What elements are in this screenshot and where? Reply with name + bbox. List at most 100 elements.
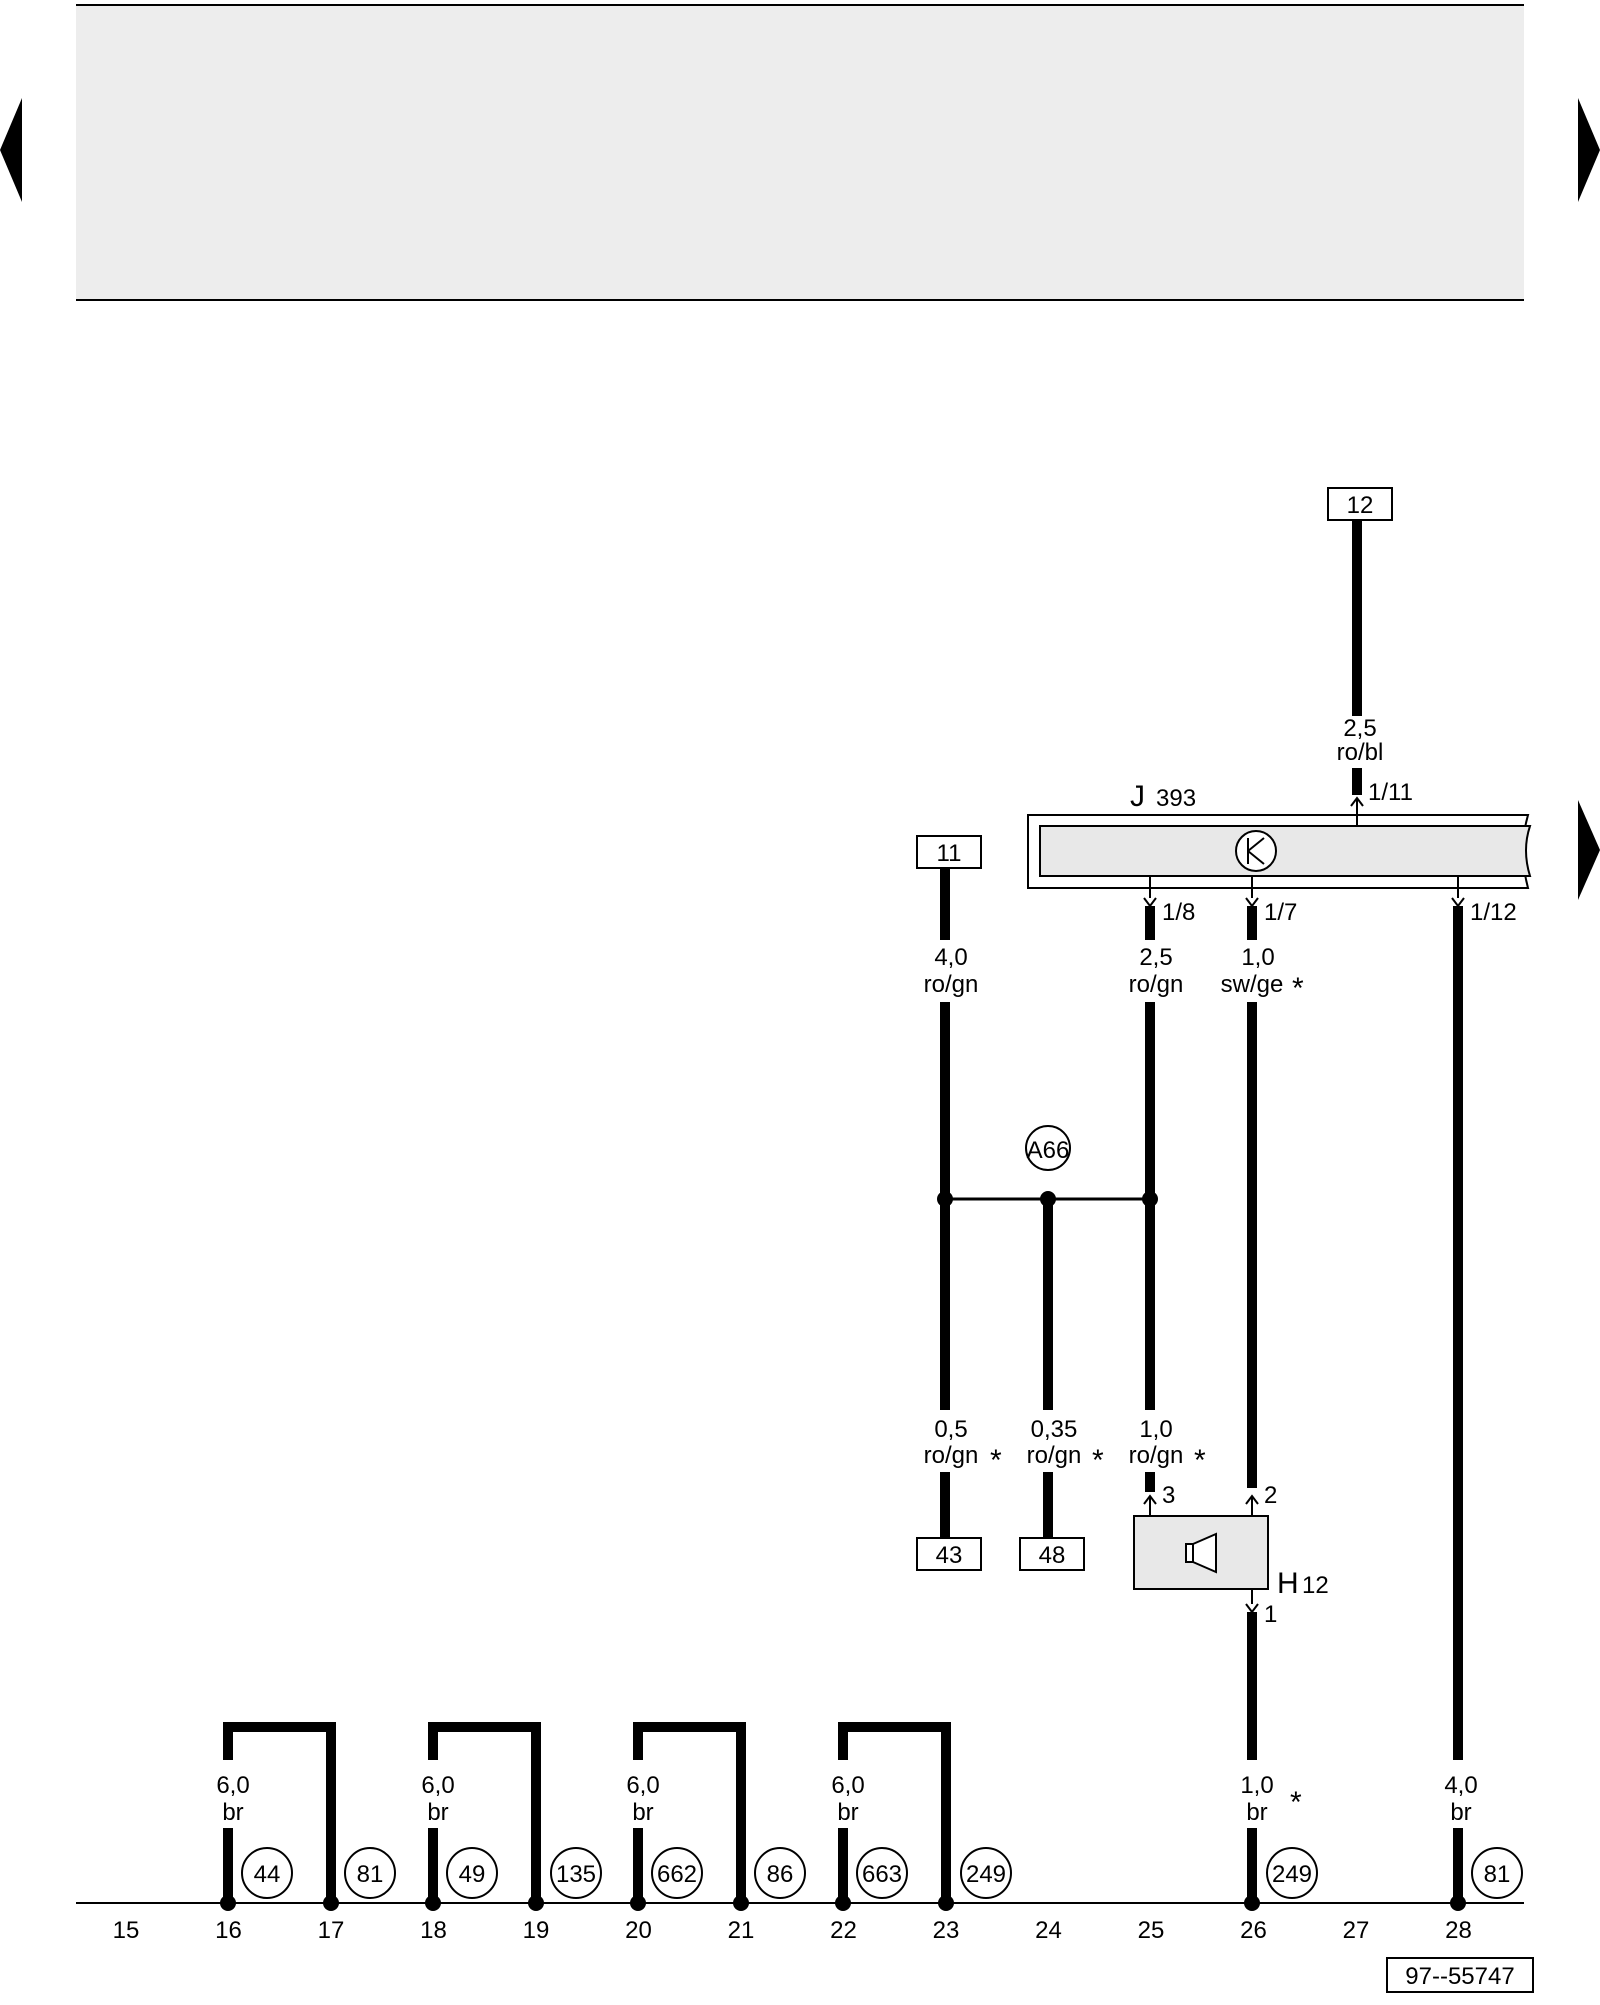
ground-49-label: 49 [459,1861,486,1888]
ground-249b-label: 249 [1272,1861,1312,1888]
next-page-icon[interactable] [1578,98,1600,202]
jumper-20-gauge: 6,0 [626,1772,659,1799]
ground-662 [651,1847,703,1899]
ref-box-12 [1327,487,1393,521]
track-number-23: 23 [933,1917,960,1944]
wire-11-gauge: 4,0 [934,944,967,971]
transistor-icon [1235,830,1277,872]
pin-h1: 1 [1264,1601,1277,1628]
transistor-collector [1247,837,1265,852]
ground-81b-label: 81 [1484,1861,1511,1888]
bus-dot-21 [733,1895,749,1911]
ground-249a [960,1847,1012,1899]
header-panel [76,5,1524,300]
ground-jumper-16-17 [223,1722,336,1903]
track-number-19: 19 [523,1917,550,1944]
ref-43-label: 43 [936,1542,963,1569]
bus-dot-28 [1450,1895,1466,1911]
h12-number: 12 [1302,1572,1329,1599]
ref-48-label: 48 [1039,1542,1066,1569]
junction-dot-left [937,1191,953,1207]
wire-h3-asterisk: * [1194,1444,1206,1477]
ref-box-48 [1019,1537,1085,1571]
track-number-21: 21 [728,1917,755,1944]
jumper-16-gauge: 6,0 [216,1772,249,1799]
track-number-16: 16 [215,1917,242,1944]
ground-662-label: 662 [657,1861,697,1888]
wire-h3-gauge: 1,0 [1139,1416,1172,1443]
track-number-25: 25 [1138,1917,1165,1944]
bus-dot-17 [323,1895,339,1911]
bus-dot-22 [835,1895,851,1911]
pin-1-11: 1/11 [1368,779,1413,806]
wire-1-8-gauge: 2,5 [1139,944,1172,971]
wire-48-asterisk: * [1092,1444,1104,1477]
wire-1-12-gauge: 4,0 [1444,1772,1477,1799]
wire-1-7-asterisk: * [1292,972,1304,1005]
wire-12-color: ro/bl [1337,739,1384,766]
wire-48-color: ro/gn [1027,1442,1082,1469]
pin-1-7-mark [1245,897,1259,908]
j393-letter: J [1130,780,1145,813]
pin-1-12: 1/12 [1470,899,1517,926]
track-number-24: 24 [1035,1917,1062,1944]
pin-1-8-mark [1143,897,1157,908]
jumper-18-gauge: 6,0 [421,1772,454,1799]
ground-86-label: 86 [767,1861,794,1888]
track-number-15: 15 [113,1917,140,1944]
wire-43-asterisk: * [990,1444,1002,1477]
wire-1-7-color: sw/ge [1221,971,1284,998]
pin-1-8: 1/8 [1162,899,1195,926]
a66-label: A66 [1027,1137,1070,1164]
track-number-26: 26 [1240,1917,1267,1944]
bus-dot-16 [220,1895,236,1911]
transistor-emitter [1247,850,1265,865]
ground-663 [856,1847,908,1899]
bus-dot-19 [528,1895,544,1911]
ground-135-label: 135 [556,1861,596,1888]
pin-h1-mark [1245,1603,1259,1614]
wire-43-gauge: 0,5 [934,1416,967,1443]
ground-49 [446,1847,498,1899]
ground-81b [1471,1847,1523,1899]
ref-12-label: 12 [1347,492,1374,519]
track-number-27: 27 [1343,1917,1370,1944]
horn-icon-body [1185,1543,1194,1563]
ground-jumper-18-19 [428,1722,541,1903]
ref-11-label: 11 [937,840,962,867]
wire-h1-gauge: 1,0 [1240,1772,1273,1799]
wire-43-color: ro/gn [924,1442,979,1469]
ground-135 [550,1847,602,1899]
wire-h1-color: br [1246,1799,1267,1826]
bus-dot-23 [938,1895,954,1911]
j393-number: 393 [1156,785,1196,812]
bus-dot-20 [630,1895,646,1911]
ground-663-label: 663 [862,1861,902,1888]
j393-inner [1039,825,1532,877]
ground-44-label: 44 [254,1861,281,1888]
h12-letter: H [1277,1567,1299,1600]
ground-86 [754,1847,806,1899]
ground-81a [344,1847,396,1899]
wire-h1-asterisk: * [1290,1786,1302,1819]
figure-id-box [1386,1957,1534,1993]
continue-right-icon[interactable] [1578,800,1600,900]
track-number-17: 17 [318,1917,345,1944]
jumper-16-color: br [222,1799,243,1826]
track-number-20: 20 [625,1917,652,1944]
jumper-20-color: br [632,1799,653,1826]
ground-44 [241,1847,293,1899]
wire-1-7-gauge: 1,0 [1241,944,1274,971]
figure-id: 97--55747 [1405,1963,1514,1990]
a66-circle [1025,1125,1071,1171]
junction-dot-right [1142,1191,1158,1207]
bus-dot-26 [1244,1895,1260,1911]
ground-jumper-20-21 [633,1722,746,1903]
prev-page-icon[interactable] [0,98,22,202]
wire-48-gauge: 0,35 [1031,1416,1078,1443]
horn-icon [1192,1532,1217,1574]
ref-box-43 [916,1537,982,1571]
wire-12-gauge: 2,5 [1343,715,1376,742]
